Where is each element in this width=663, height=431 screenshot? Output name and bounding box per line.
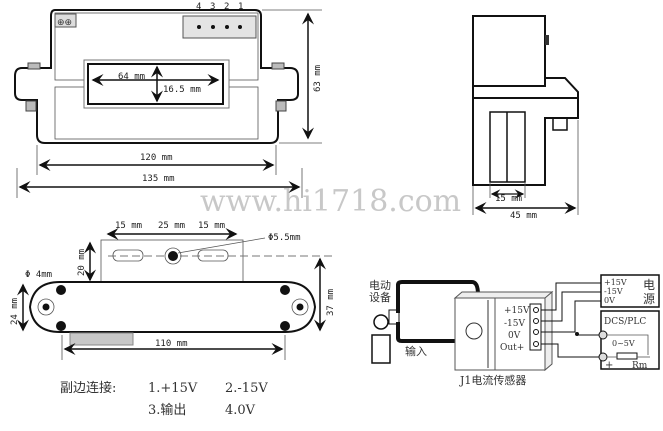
svg-text:3: 3 <box>210 2 215 12</box>
svg-text:1.+15V: 1.+15V <box>148 381 198 396</box>
pin-labels: 4 3 2 1 <box>196 2 243 12</box>
inner-width-label: 120 mm <box>140 153 173 163</box>
sensor-terminals: +15V -15V 0V Out+ <box>500 306 530 353</box>
svg-text:DCS/PLC: DCS/PLC <box>604 317 646 327</box>
height-label: 63 mm <box>313 65 323 92</box>
watermark: www.hi1718.com <box>200 184 461 219</box>
svg-text:15 mm: 15 mm <box>115 221 142 231</box>
power-supply <box>600 274 660 308</box>
hole-diameter-label: Φ5.5mm <box>268 233 301 243</box>
svg-text:20 mm: 20 mm <box>77 249 87 276</box>
svg-text:0~5V: 0~5V <box>612 339 635 348</box>
pin-connections: 副边连接: 1.+15V 2.-15V 3.输出 4.0V <box>60 380 268 418</box>
svg-text:4: 4 <box>196 2 201 12</box>
connector-block <box>182 15 257 39</box>
front-view: ⊕⊕ 4 3 2 1 64 mm 16.5 mm 63 mm 120 mm <box>14 2 323 198</box>
svg-text:Out+: Out+ <box>500 343 524 353</box>
side-total-label: 45 mm <box>510 211 537 221</box>
sensor-body <box>454 297 496 371</box>
connector <box>69 332 134 346</box>
svg-text:24 mm: 24 mm <box>10 298 20 325</box>
svg-text:+: + <box>605 360 613 371</box>
input-label: 输入 <box>405 344 427 358</box>
svg-text:电: 电 <box>643 278 655 292</box>
svg-text:0V: 0V <box>508 331 521 341</box>
svg-text:源: 源 <box>643 292 655 306</box>
svg-text:25 mm: 25 mm <box>158 221 185 231</box>
bottom-view: 15 mm 25 mm 15 mm Φ5.5mm 20 mm Φ 4mm 24 … <box>10 221 336 360</box>
screw-icon: ⊕⊕ <box>57 17 72 27</box>
svg-text:1: 1 <box>238 2 243 12</box>
svg-text:3.输出: 3.输出 <box>148 402 186 418</box>
svg-text:-15V: -15V <box>604 287 623 296</box>
length-label: 110 mm <box>155 339 188 349</box>
wiring-diagram: 电动 设备 输入 +15V -15V 0V Out+ J1电流传感器 +15V … <box>369 274 660 387</box>
svg-text:37 mm: 37 mm <box>326 289 336 316</box>
svg-text:-15V: -15V <box>504 319 525 329</box>
svg-text:4.0V: 4.0V <box>225 403 256 418</box>
svg-text:设备: 设备 <box>369 290 391 304</box>
window-width-label: 64 mm <box>118 72 145 82</box>
svg-text:+15V: +15V <box>604 278 627 287</box>
sensor-name: J1电流传感器 <box>459 373 526 387</box>
svg-text:+15V: +15V <box>504 306 530 316</box>
resistor-icon <box>616 352 638 360</box>
svg-text:Rm: Rm <box>632 361 648 371</box>
svg-text:15 mm: 15 mm <box>198 221 225 231</box>
total-width-label: 135 mm <box>142 174 175 184</box>
connections-title: 副边连接: <box>60 380 116 396</box>
window <box>87 63 224 105</box>
svg-text:电动: 电动 <box>369 279 391 292</box>
svg-text:2: 2 <box>224 2 229 12</box>
svg-text:0V: 0V <box>604 296 615 305</box>
small-hole-label: Φ 4mm <box>25 270 52 280</box>
side-view: 15 mm 45 mm <box>472 15 579 221</box>
window-height-label: 16.5 mm <box>163 85 201 95</box>
side-inner-label: 15 mm <box>495 194 522 204</box>
motor-icon <box>371 334 391 364</box>
svg-text:2.-15V: 2.-15V <box>225 381 268 396</box>
